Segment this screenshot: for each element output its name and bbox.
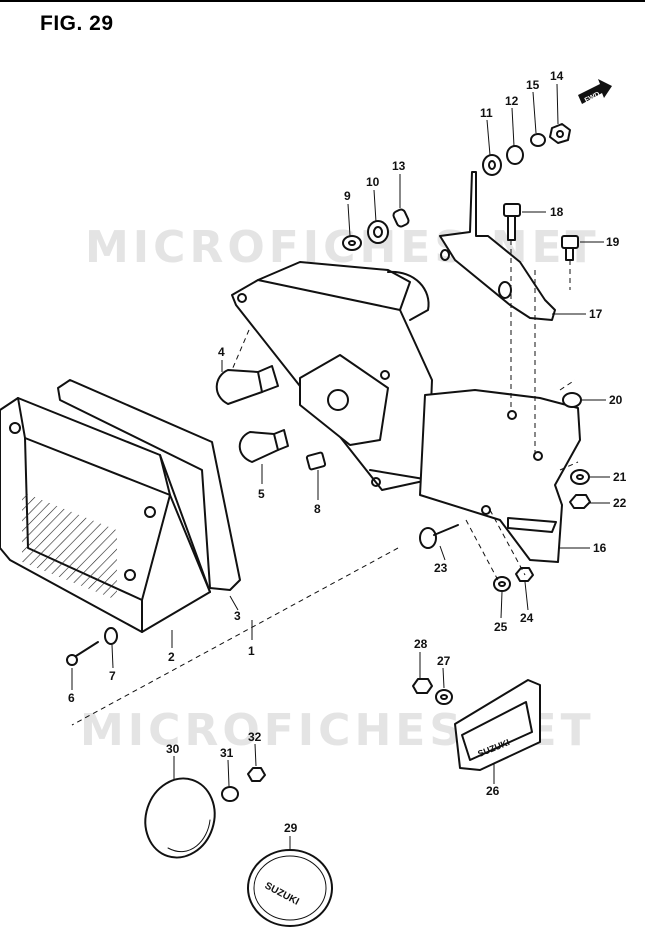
reflector <box>144 777 216 859</box>
callout-21: 21 <box>613 470 627 484</box>
washer-31 <box>221 786 239 802</box>
callout-3: 3 <box>234 609 241 623</box>
callout-18: 18 <box>550 205 564 219</box>
tail-lamp-lens <box>0 397 211 633</box>
callout-22: 22 <box>613 496 627 510</box>
callout-25: 25 <box>494 620 508 634</box>
nut-22 <box>569 494 591 509</box>
license-bulb <box>238 429 289 463</box>
washer-9 <box>342 235 362 251</box>
nut-14 <box>549 123 571 144</box>
lens-gasket <box>57 379 241 591</box>
callout-9: 9 <box>344 189 351 203</box>
callout-30: 30 <box>166 742 180 756</box>
washer-11 <box>482 154 502 176</box>
callout-19: 19 <box>606 235 620 249</box>
callout-16: 16 <box>593 541 607 555</box>
callout-12: 12 <box>505 94 519 108</box>
callout-8: 8 <box>314 502 321 516</box>
nut-32 <box>247 767 266 782</box>
nut-28 <box>412 678 433 694</box>
callout-6: 6 <box>68 691 75 705</box>
washer-12 <box>506 145 524 165</box>
license-bracket <box>419 389 581 563</box>
assembly-lines <box>71 240 579 726</box>
callout-24: 24 <box>520 611 534 625</box>
callout-11: 11 <box>480 106 493 120</box>
callout-17: 17 <box>589 307 603 321</box>
washer-7 <box>104 627 118 645</box>
callout-13: 13 <box>392 159 406 173</box>
license-lamp-lens <box>454 679 541 771</box>
washer-21 <box>570 469 590 485</box>
callout-2: 2 <box>168 650 175 664</box>
callout-28: 28 <box>414 637 428 651</box>
screw-23 <box>419 524 459 549</box>
grommet-10 <box>367 220 389 244</box>
callout-27: 27 <box>437 654 451 668</box>
top-rule <box>0 0 645 2</box>
callout-5: 5 <box>258 487 265 501</box>
callout-7: 7 <box>109 669 116 683</box>
leader-lines <box>71 83 610 850</box>
brake-bulb <box>215 365 279 405</box>
washer-25 <box>493 576 511 592</box>
lock-washer-15 <box>530 133 546 147</box>
upper-bracket <box>439 171 556 321</box>
callout-10: 10 <box>366 175 380 189</box>
callout-labels: 1 2 3 4 5 6 7 8 9 10 13 11 12 15 14 18 1… <box>68 69 627 835</box>
washer-27 <box>435 689 453 705</box>
nut-20 <box>562 392 582 408</box>
spacer-13 <box>392 208 410 228</box>
emblem <box>247 849 333 927</box>
callout-1: 1 <box>248 644 255 658</box>
tail-lamp-housing <box>231 261 433 491</box>
callout-4: 4 <box>218 345 225 359</box>
figure-title: FIG. 29 <box>40 12 114 35</box>
callout-23: 23 <box>434 561 448 575</box>
socket-cap <box>305 451 327 471</box>
callout-15: 15 <box>526 78 540 92</box>
fwd-direction-arrow: FWD <box>578 79 612 104</box>
callout-20: 20 <box>609 393 623 407</box>
screw-6 <box>66 641 99 666</box>
callout-26: 26 <box>486 784 500 798</box>
callout-29: 29 <box>284 821 298 835</box>
callout-14: 14 <box>550 69 564 83</box>
callout-32: 32 <box>248 730 262 744</box>
callout-31: 31 <box>220 746 234 760</box>
